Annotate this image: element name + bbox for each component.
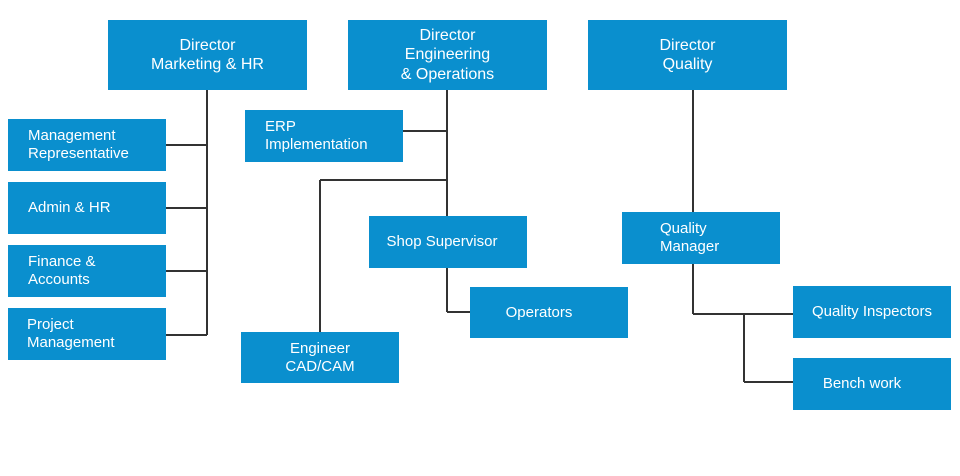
director-marketing-hr-line2: Marketing & HR — [151, 56, 264, 73]
director-engineering-line1: Director — [419, 27, 476, 45]
director-quality-line2: Quality — [662, 56, 713, 73]
director-quality-line1: Director — [659, 36, 716, 54]
finance-accounts-box: Finance & Accounts — [8, 245, 166, 297]
operators-label: Operators — [505, 303, 573, 321]
quality-manager-box: Quality Manager — [622, 212, 780, 264]
director-quality-box: Director Quality — [588, 20, 787, 90]
management-representative-box: Management Representative — [8, 119, 166, 171]
engineer-cad-cam-line2: CAD/CAM — [285, 357, 355, 375]
quality-manager-line1: Quality — [660, 220, 707, 237]
quality-manager-line2: Manager — [660, 238, 720, 255]
engineer-cad-cam-line1: Engineer — [289, 339, 351, 357]
management-representative-line2: Representative — [28, 145, 129, 162]
quality-inspectors-label: Quality Inspectors — [811, 303, 933, 320]
management-representative-line1: Management — [28, 127, 116, 144]
director-marketing-hr-line1: Director — [179, 36, 236, 54]
bench-work-box: Bench work — [793, 358, 951, 410]
erp-implementation-line2: Implementation — [265, 136, 368, 153]
admin-hr-label: Admin & HR — [28, 199, 111, 216]
finance-accounts-line2: Accounts — [28, 271, 90, 288]
finance-accounts-line1: Finance & — [28, 253, 96, 270]
shop-supervisor-box: Shop Supervisor — [369, 216, 527, 268]
operators-box: Operators — [470, 287, 628, 338]
engineer-cad-cam-box: Engineer CAD/CAM — [241, 332, 399, 383]
erp-implementation-box: ERP Implementation — [245, 110, 403, 162]
project-management-box: Project Management — [8, 308, 166, 360]
director-marketing-hr-box: Director Marketing & HR — [108, 20, 307, 90]
director-engineering-line2: Engineering — [404, 46, 491, 64]
project-management-line1: Project — [27, 316, 74, 333]
project-management-line2: Management — [27, 334, 115, 351]
bench-work-label: Bench work — [822, 375, 902, 392]
shop-supervisor-label: Shop Supervisor — [386, 233, 498, 250]
quality-inspectors-box: Quality Inspectors — [793, 286, 951, 338]
director-engineering-operations-box: Director Engineering & Operations — [348, 20, 547, 90]
erp-implementation-line1: ERP — [265, 118, 296, 135]
director-engineering-line3: & Operations — [400, 65, 495, 83]
admin-hr-box: Admin & HR — [8, 182, 166, 234]
